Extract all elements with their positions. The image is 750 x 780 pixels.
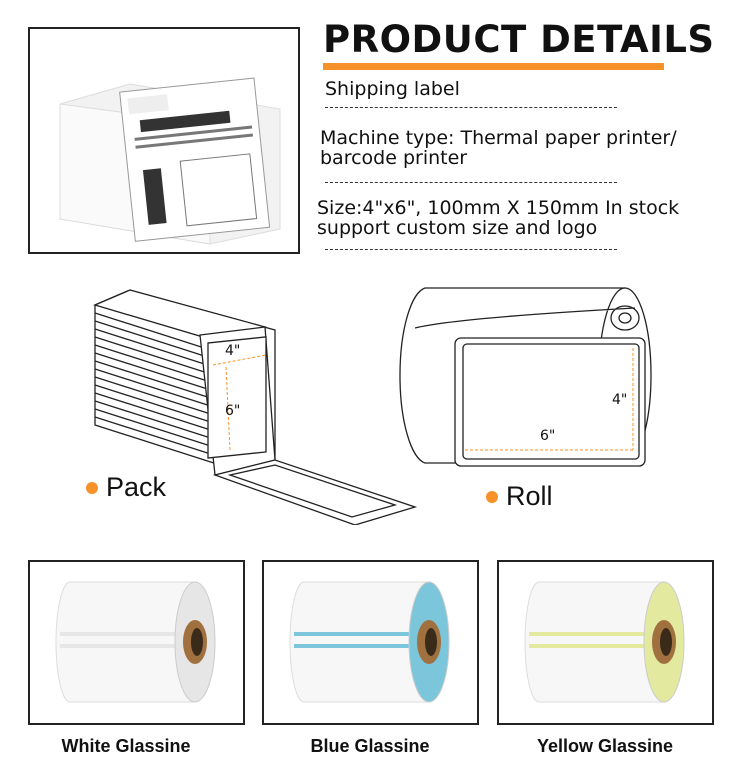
bullet-icon: [486, 490, 498, 503]
variant-photo-frame: [28, 560, 245, 725]
variant-photo-frame: [497, 560, 714, 725]
roll-height-mark: 4": [612, 392, 628, 408]
label-stack-photo: [59, 77, 281, 245]
detail-product-type: Shipping label: [325, 78, 460, 100]
detail-machine-type: Machine type: Thermal paper printer/: [320, 127, 677, 149]
label-roll-photo: [55, 581, 216, 703]
roll-label-text: Roll: [506, 481, 553, 511]
pack-width-mark: 4": [225, 343, 241, 359]
detail-size-cont: support custom size and logo: [317, 217, 598, 239]
pack-diagram: [93, 289, 418, 525]
detail-size: Size:4"x6", 100mm X 150mm In stock: [317, 197, 680, 219]
bullet-icon: [86, 481, 98, 494]
variant-label: Blue Glassine: [310, 736, 430, 756]
divider: [325, 182, 617, 183]
roll-width-mark: 6": [540, 428, 556, 444]
detail-machine-type-cont: barcode printer: [320, 147, 468, 169]
variant-photo-frame: [262, 560, 479, 725]
pack-height-mark: 6": [225, 403, 241, 419]
label-roll-photo: [524, 581, 685, 703]
pack-label-text: Pack: [106, 472, 167, 502]
label-roll-photo: [289, 581, 450, 703]
page-title: PRODUCT DETAILS: [323, 18, 715, 61]
pack-label: Pack: [86, 472, 166, 503]
variant-label: White Glassine: [61, 736, 191, 756]
roll-label: Roll: [486, 481, 553, 512]
divider: [325, 249, 617, 250]
product-photo-frame: [28, 27, 300, 254]
divider: [325, 107, 617, 108]
variant-label: Yellow Glassine: [536, 736, 674, 756]
title-underline: [323, 63, 664, 70]
roll-diagram: [399, 287, 652, 467]
